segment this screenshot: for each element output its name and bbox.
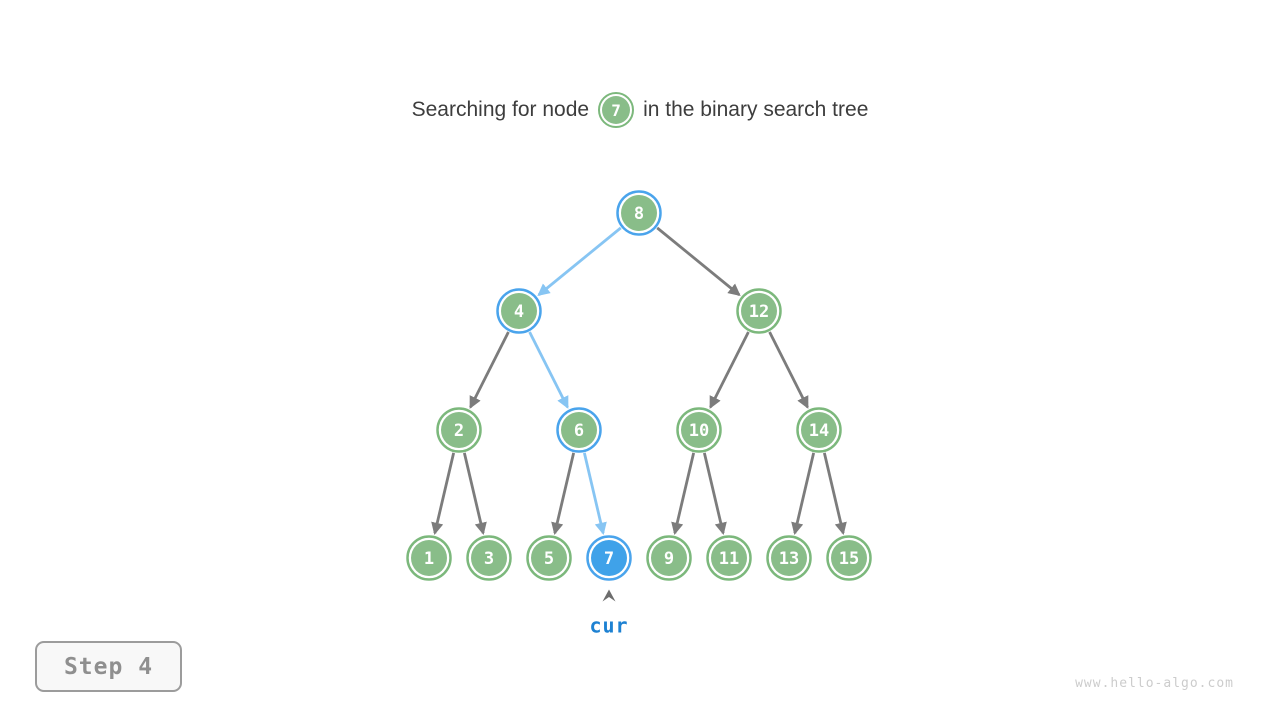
tree-node-1: 1 [406, 535, 452, 581]
tree-node-12: 12 [736, 288, 782, 334]
tree-edge-2-1 [431, 452, 456, 535]
tree-edge-12-14 [768, 331, 809, 409]
tree-node-14: 14 [796, 407, 842, 453]
tree-edge-2-3 [462, 452, 487, 535]
tree-edge-12-10 [709, 331, 750, 409]
svg-text:7: 7 [604, 549, 614, 569]
tree-edge-14-13 [791, 452, 816, 535]
tree-edge-6-7 [582, 452, 607, 535]
svg-text:13: 13 [779, 549, 799, 569]
tree-edge-14-15 [822, 452, 847, 535]
svg-text:15: 15 [839, 549, 859, 569]
svg-text:11: 11 [719, 549, 739, 569]
tree-edges-layer [431, 226, 847, 535]
target-node-value: 7 [602, 96, 631, 124]
tree-node-4: 4 [496, 288, 542, 334]
svg-text:2: 2 [454, 421, 464, 441]
svg-text:4: 4 [514, 302, 524, 322]
watermark-url: www.hello-algo.com [1075, 676, 1234, 691]
svg-text:14: 14 [809, 421, 829, 441]
svg-text:12: 12 [749, 302, 769, 322]
title-text-prefix: Searching for node [411, 98, 590, 121]
tree-edge-8-4 [537, 226, 622, 297]
tree-node-11: 11 [706, 535, 752, 581]
figure-title: Searching for node 7 in the binary searc… [0, 92, 1280, 128]
svg-text:10: 10 [689, 421, 709, 441]
svg-text:5: 5 [544, 549, 554, 569]
cur-caret-icon [602, 589, 616, 602]
tree-edge-8-12 [656, 226, 741, 297]
tree-edge-4-6 [528, 331, 569, 409]
cur-label: cur [589, 614, 628, 638]
cur-pointer-layer: cur [589, 589, 628, 638]
title-text-suffix: in the binary search tree [643, 98, 869, 121]
svg-text:6: 6 [574, 421, 584, 441]
step-badge: Step 4 [35, 641, 182, 692]
tree-node-9: 9 [646, 535, 692, 581]
tree-node-3: 3 [466, 535, 512, 581]
tree-edge-6-5 [551, 452, 576, 535]
step-label: Step 4 [63, 653, 154, 680]
svg-text:8: 8 [634, 204, 644, 224]
tree-edge-10-11 [702, 452, 727, 535]
svg-text:9: 9 [664, 549, 674, 569]
tree-node-2: 2 [436, 407, 482, 453]
tree-node-6: 6 [556, 407, 602, 453]
tree-node-5: 5 [526, 535, 572, 581]
tree-node-8: 8 [616, 190, 662, 236]
svg-text:1: 1 [424, 549, 434, 569]
tree-node-15: 15 [826, 535, 872, 581]
tree-node-13: 13 [766, 535, 812, 581]
svg-text:3: 3 [484, 549, 494, 569]
tree-edge-4-2 [469, 331, 510, 409]
tree-node-7: 7 [586, 535, 632, 581]
tree-edge-10-9 [671, 452, 696, 535]
target-node-badge: 7 [598, 92, 635, 128]
tree-node-10: 10 [676, 407, 722, 453]
